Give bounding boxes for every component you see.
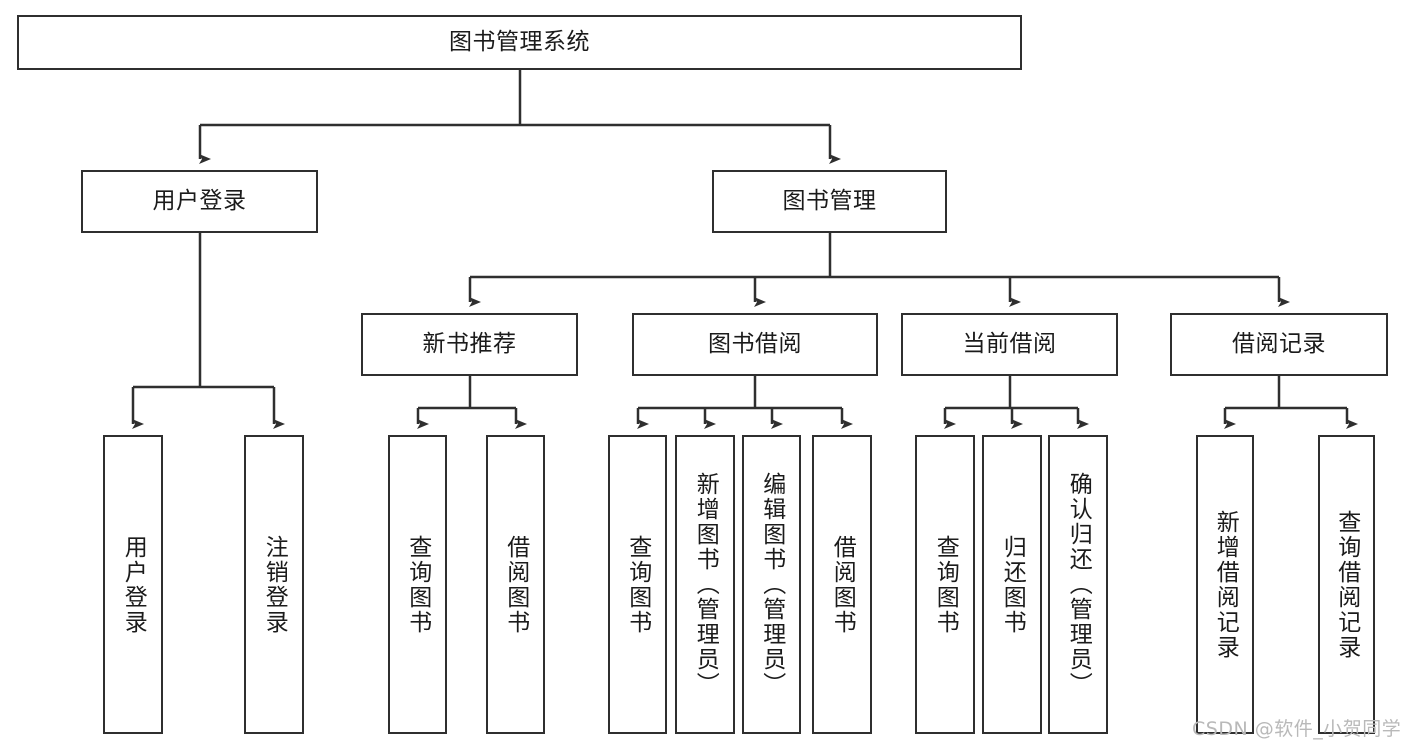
leaf-add-borrow-record[interactable]: 新增借阅记录 [1196, 435, 1254, 734]
leaf-query-borrow-record-label: 查询借阅记录 [1333, 509, 1360, 660]
leaf-query-book-b-label: 查询图书 [624, 534, 651, 635]
leaf-add-book[interactable]: 新增图书（管理员） [675, 435, 735, 734]
leaf-borrow-book-b-label: 借阅图书 [829, 534, 856, 635]
node-new-book-recommendation-label: 新书推荐 [422, 330, 517, 357]
leaf-confirm-return-label: 确认归还（管理员） [1065, 472, 1092, 697]
leaf-return-book[interactable]: 归还图书 [982, 435, 1042, 734]
leaf-user-login-label: 用户登录 [120, 534, 147, 635]
leaf-edit-book-label: 编辑图书（管理员） [758, 472, 785, 697]
leaf-query-book-a-label: 查询图书 [404, 534, 431, 635]
leaf-query-book-c[interactable]: 查询图书 [915, 435, 975, 734]
node-borrow-record-label: 借阅记录 [1232, 330, 1326, 357]
node-root-label: 图书管理系统 [449, 28, 590, 55]
leaf-edit-book[interactable]: 编辑图书（管理员） [742, 435, 801, 734]
node-user-login[interactable]: 用户登录 [81, 170, 318, 233]
leaf-confirm-return[interactable]: 确认归还（管理员） [1048, 435, 1108, 734]
node-root[interactable]: 图书管理系统 [17, 15, 1022, 70]
leaf-borrow-book-a[interactable]: 借阅图书 [486, 435, 545, 734]
leaf-return-book-label: 归还图书 [999, 534, 1026, 635]
node-current-borrow-label: 当前借阅 [962, 330, 1057, 357]
leaf-user-login[interactable]: 用户登录 [103, 435, 163, 734]
leaf-logout-label: 注销登录 [261, 534, 288, 635]
leaf-add-book-label: 新增图书（管理员） [692, 472, 719, 697]
leaf-logout[interactable]: 注销登录 [244, 435, 304, 734]
node-user-login-label: 用户登录 [152, 187, 247, 214]
node-book-borrow[interactable]: 图书借阅 [632, 313, 878, 376]
leaf-query-book-c-label: 查询图书 [932, 534, 959, 635]
leaf-query-borrow-record[interactable]: 查询借阅记录 [1318, 435, 1375, 734]
node-borrow-record[interactable]: 借阅记录 [1170, 313, 1388, 376]
leaf-query-book-a[interactable]: 查询图书 [388, 435, 447, 734]
node-book-manage[interactable]: 图书管理 [712, 170, 947, 233]
node-book-borrow-label: 图书借阅 [708, 330, 802, 357]
leaf-borrow-book-b[interactable]: 借阅图书 [812, 435, 872, 734]
leaf-borrow-book-a-label: 借阅图书 [502, 534, 529, 635]
node-book-manage-label: 图书管理 [782, 187, 877, 214]
node-new-book-recommendation[interactable]: 新书推荐 [361, 313, 578, 376]
node-current-borrow[interactable]: 当前借阅 [901, 313, 1118, 376]
leaf-add-borrow-record-label: 新增借阅记录 [1212, 509, 1239, 660]
watermark: CSDN @软件_小贺同学 [1192, 718, 1402, 740]
leaf-query-book-b[interactable]: 查询图书 [608, 435, 667, 734]
